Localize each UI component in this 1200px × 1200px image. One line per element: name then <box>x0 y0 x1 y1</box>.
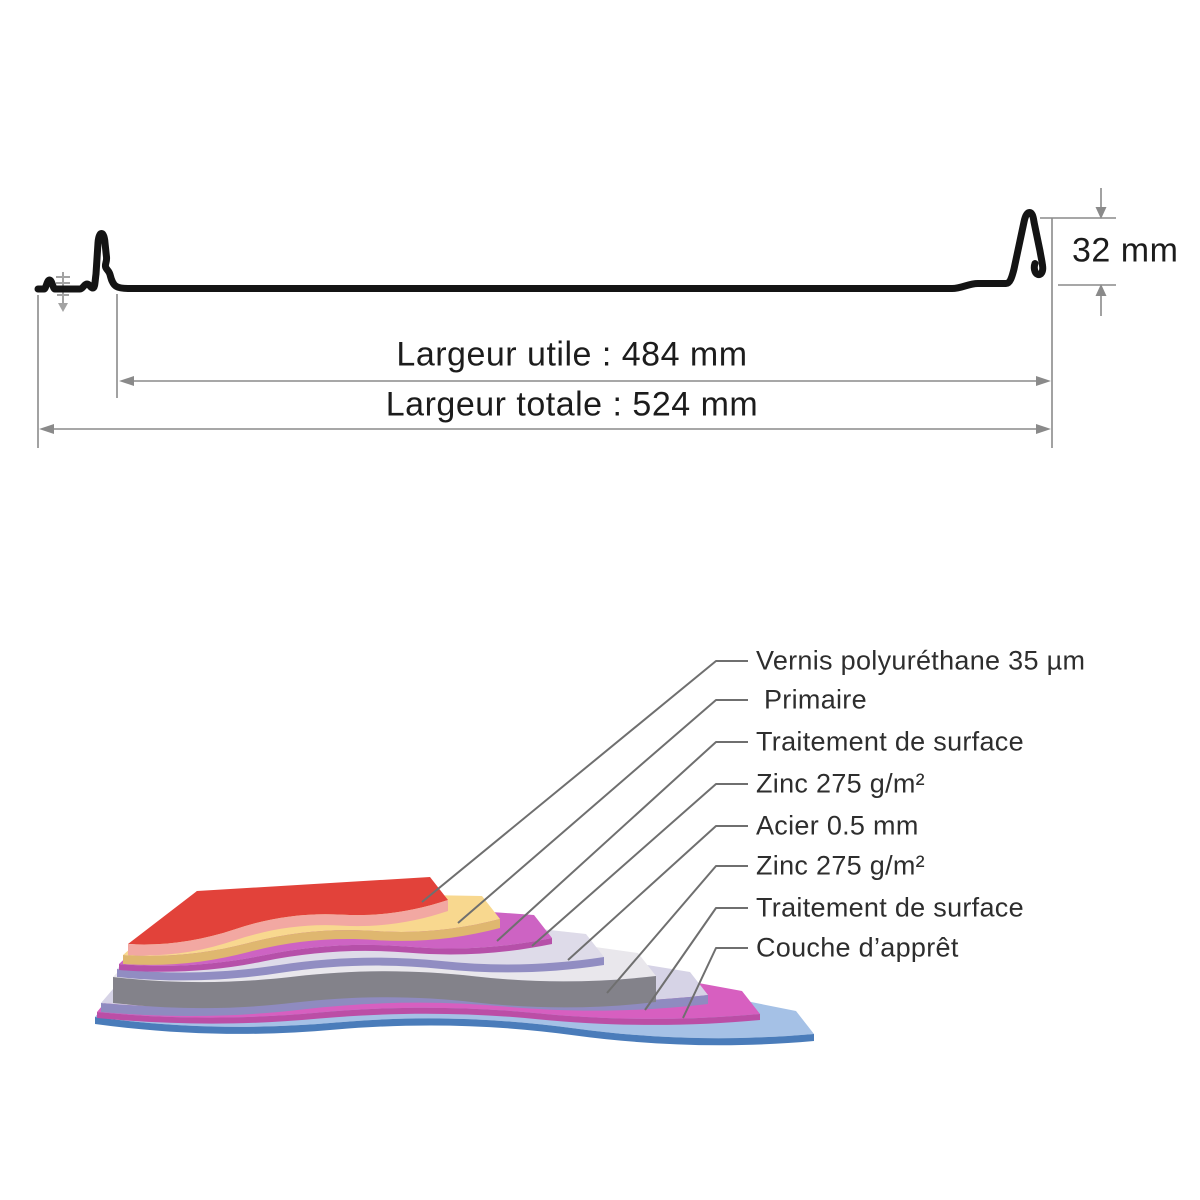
layer-label-vernis: Vernis polyuréthane 35 µm <box>756 645 1086 676</box>
layer-label-zinc-1: Zinc 275 g/m² <box>756 768 925 799</box>
layer-label-zinc-2: Zinc 275 g/m² <box>756 850 925 881</box>
layer-front-edge-6 <box>97 1007 760 1025</box>
leader-line-2 <box>496 741 748 942</box>
layer-top-face-0 <box>128 877 448 945</box>
leader-line-0 <box>421 660 748 903</box>
leader-lines <box>421 660 748 1019</box>
layer-front-edge-4 <box>113 971 656 1009</box>
leader-line-7 <box>682 947 748 1019</box>
dimension-arrowheads <box>39 207 1107 434</box>
layer-front-edge-5 <box>101 993 708 1016</box>
layer-label-acier: Acier 0.5 mm <box>756 810 919 841</box>
leader-line-6 <box>644 907 748 1011</box>
height-dimension-label: 32 mm <box>1072 231 1179 270</box>
dimension-lines <box>37 188 1116 448</box>
layer-label-primaire: Primaire <box>764 684 867 715</box>
leader-line-4 <box>567 825 748 961</box>
coating-layer-stack <box>95 877 814 1046</box>
layer-front-edge-0 <box>128 900 448 956</box>
layer-label-couche-appret: Couche d’apprêt <box>756 932 959 963</box>
leader-line-3 <box>531 783 748 947</box>
layer-label-traitement-1: Traitement de surface <box>756 726 1024 757</box>
layer-front-edge-2 <box>119 938 552 972</box>
useful-width-dimension-label: Largeur utile : 484 mm <box>396 335 748 374</box>
layer-front-edge-3 <box>117 957 604 981</box>
layer-label-traitement-2: Traitement de surface <box>756 892 1024 923</box>
roof-panel-profile-outline <box>34 209 1047 293</box>
total-width-dimension-label: Largeur totale : 524 mm <box>385 385 759 424</box>
layer-front-edge-1 <box>123 919 500 965</box>
layer-front-edge-7 <box>95 1017 814 1046</box>
leader-line-5 <box>606 865 748 994</box>
leader-line-1 <box>457 699 748 924</box>
